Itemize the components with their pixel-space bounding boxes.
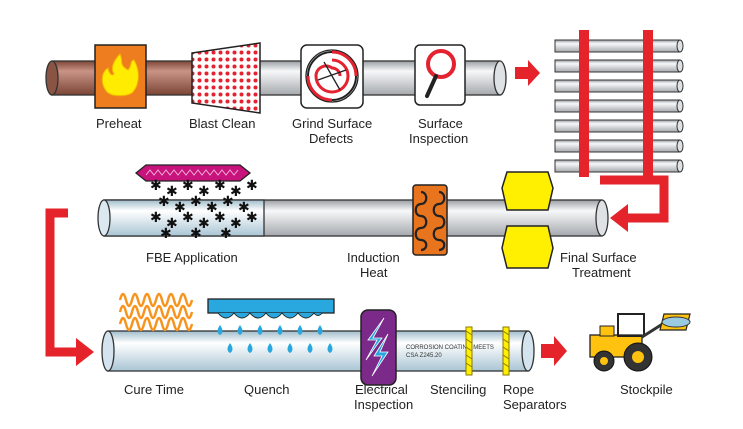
powder-particle: ✱	[190, 194, 202, 210]
red-arrow-right-2	[541, 336, 567, 366]
grinding-wheel-icon	[300, 44, 364, 109]
powder-particle: ✱	[246, 178, 258, 194]
induction-coil-icon	[412, 184, 448, 256]
powder-particle: ✱	[166, 184, 178, 200]
powder-particle: ✱	[160, 226, 172, 242]
powder-particle: ✱	[150, 210, 162, 226]
label-final-surface-line2: Treatment	[572, 265, 631, 280]
tractor-icon	[589, 313, 691, 372]
red-arrow-right-1	[515, 60, 540, 86]
powder-particle: ✱	[182, 178, 194, 194]
surface-treatment-clamp	[501, 171, 554, 269]
powder-particle: ✱	[150, 178, 162, 194]
stencil-text-2: CSA Z245.20	[406, 353, 442, 359]
label-grind-surface-line1: Grind Surface	[292, 116, 373, 131]
label-final-surface-line1: Final Surface	[560, 250, 637, 265]
powder-particle: ✱	[238, 200, 250, 216]
label-induction-heat-line1: Induction	[347, 250, 400, 265]
powder-particle: ✱	[198, 216, 210, 232]
label-stenciling: Stenciling	[430, 382, 487, 397]
label-preheat: Preheat	[96, 116, 142, 131]
coated-pipe-row3	[101, 330, 535, 372]
label-rope-line1: Rope	[503, 382, 535, 397]
preheat-box	[94, 44, 147, 109]
water-drop	[287, 343, 293, 353]
powder-particle: ✱	[230, 184, 242, 200]
quench-sprayer	[207, 298, 335, 353]
stacked-pipe	[554, 39, 681, 53]
label-quench: Quench	[244, 382, 290, 397]
powder-particle: ✱	[166, 216, 178, 232]
label-rope-line2: Separators	[503, 397, 567, 412]
water-drop	[257, 325, 263, 335]
fbe-applicator: ✱✱✱✱✱✱✱✱✱✱✱✱✱✱✱✱✱✱✱✱✱✱✱	[134, 164, 258, 242]
label-electrical-line2: Inspection	[354, 397, 414, 412]
red-arrow-return	[600, 175, 669, 223]
label-cure-time: Cure Time	[124, 382, 184, 397]
label-surface-inspection-line2: Inspection	[409, 131, 469, 146]
label-fbe-application: FBE Application	[146, 250, 238, 265]
label-grind-surface-line2: Defects	[309, 131, 354, 146]
powder-particle: ✱	[246, 210, 258, 226]
water-drop	[277, 325, 283, 335]
label-blast-clean: Blast Clean	[189, 116, 256, 131]
lightning-icon	[365, 317, 385, 361]
water-drop	[317, 325, 323, 335]
water-drop	[247, 343, 253, 353]
powder-particle: ✱	[158, 194, 170, 210]
water-drop	[227, 343, 233, 353]
rope-separators	[465, 326, 510, 376]
label-induction-heat-line2: Heat	[360, 265, 388, 280]
label-electrical-line1: Electrical	[355, 382, 408, 397]
water-drop	[297, 325, 303, 335]
electrical-inspection-ring	[360, 309, 397, 386]
red-arrow-down	[45, 208, 80, 357]
powder-particle: ✱	[190, 226, 202, 242]
stacked-pipe	[554, 99, 681, 113]
water-drop	[237, 325, 243, 335]
water-drop	[327, 343, 333, 353]
water-drop	[307, 343, 313, 353]
powder-particle: ✱	[182, 210, 194, 226]
blast-dots-icon	[191, 42, 261, 114]
flame-icon	[101, 53, 139, 97]
stacked-pipe	[554, 139, 681, 153]
stacked-pipe	[554, 159, 681, 173]
stacked-pipe	[554, 119, 681, 133]
powder-particle: ✱	[230, 216, 242, 232]
powder-particle: ✱	[214, 210, 226, 226]
pipe-stack	[554, 30, 684, 177]
stencil-text-1: CORROSION COATING MEETS	[406, 345, 494, 351]
powder-particle: ✱	[222, 194, 234, 210]
water-drop	[267, 343, 273, 353]
stacked-pipe	[554, 79, 681, 93]
magnifier-icon	[414, 44, 466, 106]
powder-particle: ✱	[206, 200, 218, 216]
cure-heat-waves	[118, 292, 194, 332]
powder-particle: ✱	[214, 178, 226, 194]
label-surface-inspection-line1: Surface	[418, 116, 463, 131]
label-stockpile: Stockpile	[620, 382, 673, 397]
powder-particle: ✱	[220, 226, 232, 242]
stacked-pipe	[554, 59, 681, 73]
powder-particle: ✱	[198, 184, 210, 200]
powder-particle: ✱	[174, 200, 186, 216]
water-drop	[217, 325, 223, 335]
